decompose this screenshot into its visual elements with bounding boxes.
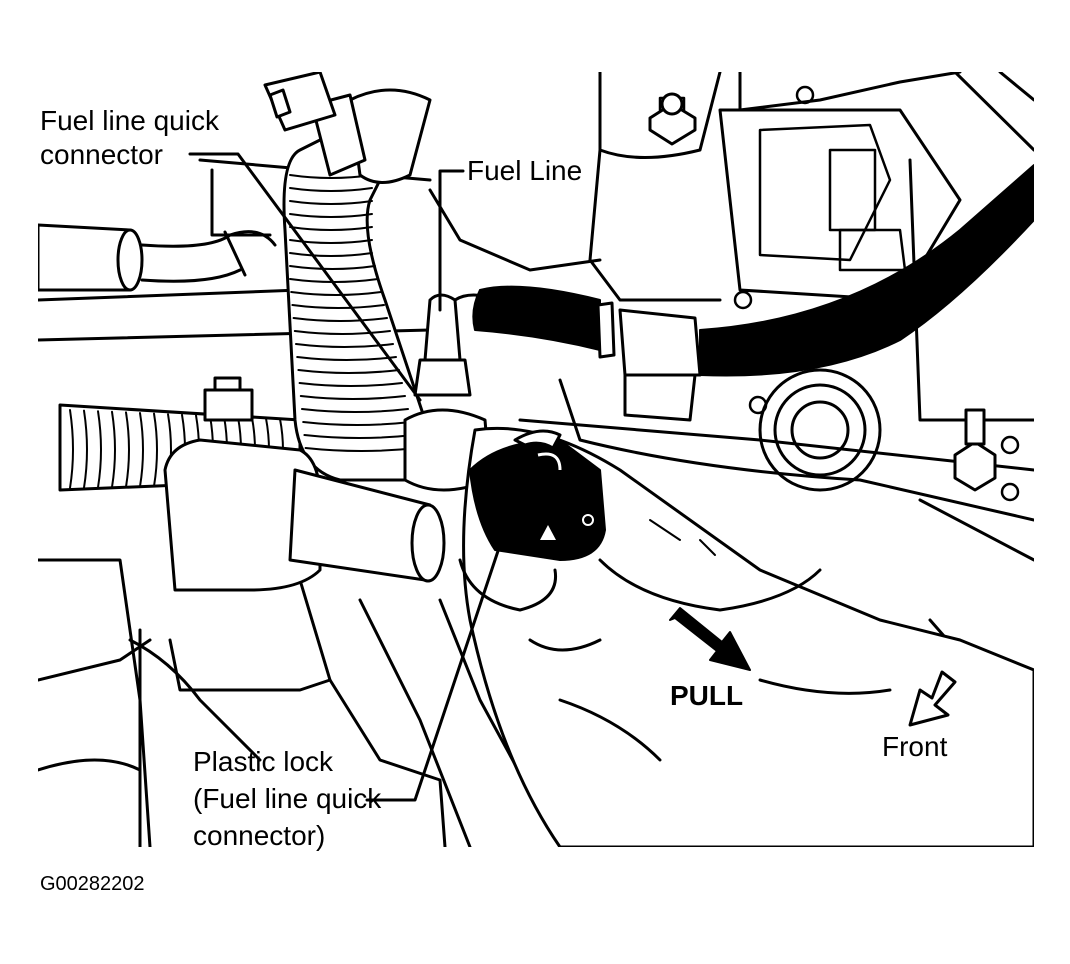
leader-lines <box>188 152 507 802</box>
plastic-lock-label: Plastic lock (Fuel line quick connector) <box>193 746 389 851</box>
pull-arrow-icon <box>669 607 751 671</box>
figure-code: G00282202 <box>40 873 145 895</box>
pipe-stub <box>163 438 446 592</box>
corrugated-hose-main <box>263 72 433 482</box>
left-pipe <box>38 223 277 292</box>
front-arrow-icon <box>908 670 957 727</box>
fuel-hose-black <box>472 164 1034 422</box>
front-label: Front <box>882 731 948 762</box>
hex-bolt-right <box>953 408 997 492</box>
small-connector-box <box>203 376 254 422</box>
hand <box>458 426 1034 847</box>
hex-bolt <box>648 92 697 146</box>
fuel-line-quick-connector-label: Fuel line quick connector <box>40 105 227 170</box>
pull-label: PULL <box>670 680 743 711</box>
fuel-line-assembly <box>403 293 502 492</box>
fuel-line-label: Fuel Line <box>467 155 582 186</box>
engine-illustration <box>38 72 1034 847</box>
